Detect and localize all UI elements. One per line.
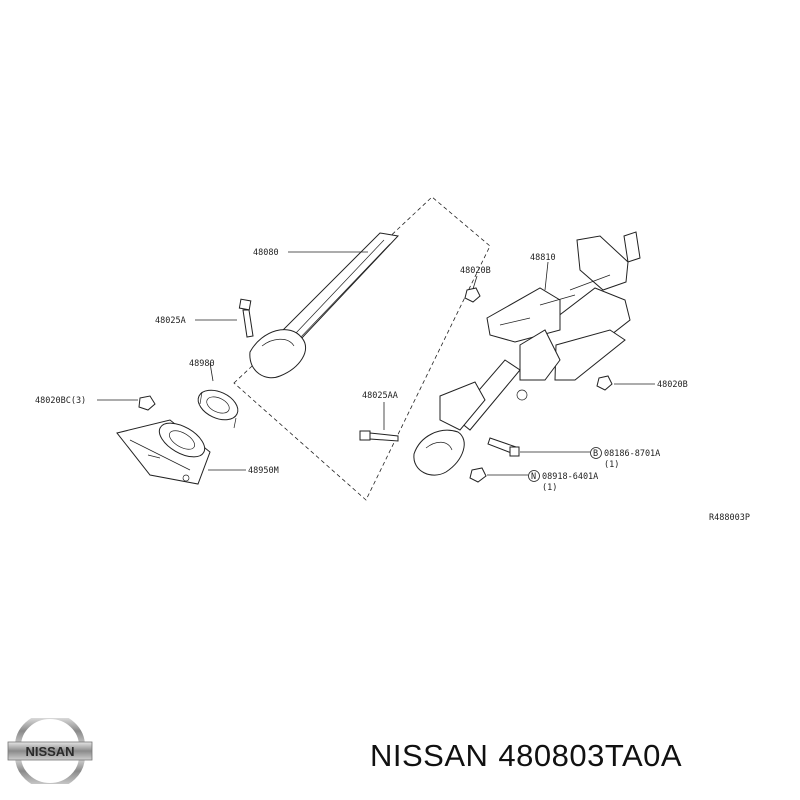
intermediate-shaft-48080 xyxy=(249,232,400,379)
bolt-48025AA xyxy=(359,430,399,442)
label-48020BC: 48020BC(3) xyxy=(35,396,86,406)
label-48020B-right: 48020B xyxy=(657,380,688,390)
bolt-08186-8701A xyxy=(487,437,520,457)
label-48020B-top: 48020B xyxy=(460,266,491,276)
seal-48980 xyxy=(197,389,239,429)
label-08918-qty: (1) xyxy=(542,483,557,493)
code-circle-n xyxy=(528,470,540,482)
label-48950M: 48950M xyxy=(248,466,279,476)
bolt-48025A xyxy=(238,298,254,338)
label-08186-qty: (1) xyxy=(604,460,619,470)
leader-lines xyxy=(97,251,655,476)
boot-48950M xyxy=(116,419,211,485)
label-08186-8701A: 08186-8701A xyxy=(604,449,660,459)
nut-48020BC xyxy=(138,395,156,411)
label-48810: 48810 xyxy=(530,253,556,263)
label-08918-6401A: 08918-6401A xyxy=(542,472,598,482)
label-48025A: 48025A xyxy=(155,316,186,326)
label-48025AA: 48025AA xyxy=(362,391,398,401)
part-caption: NISSAN 480803TA0A xyxy=(370,738,692,774)
part-number: 480803TA0A xyxy=(498,738,683,773)
nut-48020B-right xyxy=(596,375,613,391)
dashed-assembly-box xyxy=(233,196,491,501)
nissan-logo: NISSAN xyxy=(7,718,93,784)
steering-column-48810 xyxy=(413,231,641,476)
code-n: N xyxy=(531,472,536,482)
label-48980: 48980 xyxy=(189,359,215,369)
nissan-logo-text: NISSAN xyxy=(25,744,74,759)
code-circle-b xyxy=(590,447,602,459)
label-48080: 48080 xyxy=(253,248,279,258)
nut-08918-6401A xyxy=(469,467,487,483)
nut-48020B-top xyxy=(464,287,481,303)
brand-name: NISSAN xyxy=(370,738,489,773)
reference-code: R488003P xyxy=(709,513,750,523)
code-b: B xyxy=(593,449,598,459)
